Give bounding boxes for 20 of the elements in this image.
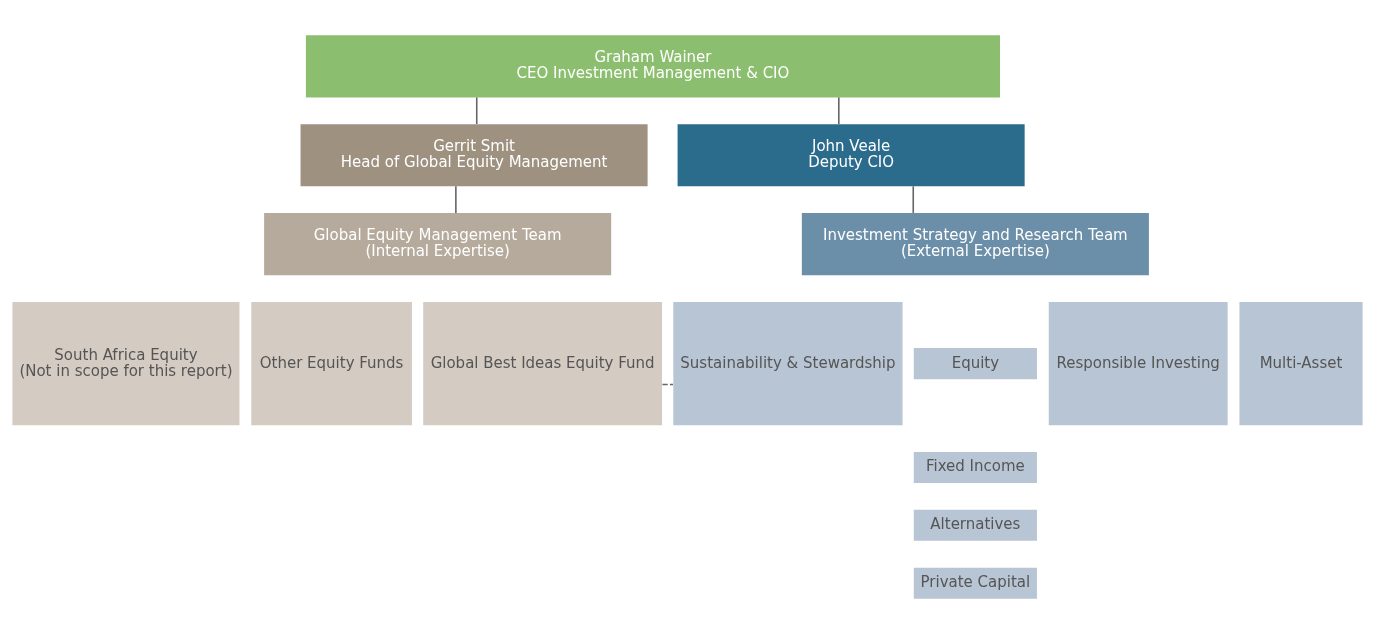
connector	[455, 185, 457, 214]
node-box: Fixed Income	[913, 451, 1037, 484]
node-box: Private Capital	[913, 567, 1037, 599]
node-box: Investment Strategy and Research Team (External Expertise)	[801, 213, 1149, 276]
node-box: Sustainability & Stewardship	[673, 302, 903, 426]
node-box: Equity	[913, 348, 1037, 380]
node-box: Graham Wainer CEO Investment Management & CIO	[305, 35, 1000, 98]
node-box: John Veale Deputy CIO	[677, 124, 1025, 187]
node-box: Responsible Investing	[1048, 302, 1228, 426]
node-box: Global Equity Management Team (Internal Expertise)	[264, 213, 612, 276]
node-box: South Africa Equity (Not in scope for this report)	[12, 302, 240, 426]
connector	[661, 383, 674, 386]
node-box: Other Equity Funds	[251, 302, 412, 426]
connector	[838, 96, 840, 125]
node-box: Gerrit Smit Head of Global Equity Management	[300, 124, 648, 187]
node-box: Global Best Ideas Equity Fund	[423, 302, 663, 426]
connector	[912, 185, 915, 214]
node-box: Alternatives	[913, 509, 1037, 541]
connector	[475, 96, 478, 125]
node-box: Multi-Asset	[1239, 302, 1363, 426]
